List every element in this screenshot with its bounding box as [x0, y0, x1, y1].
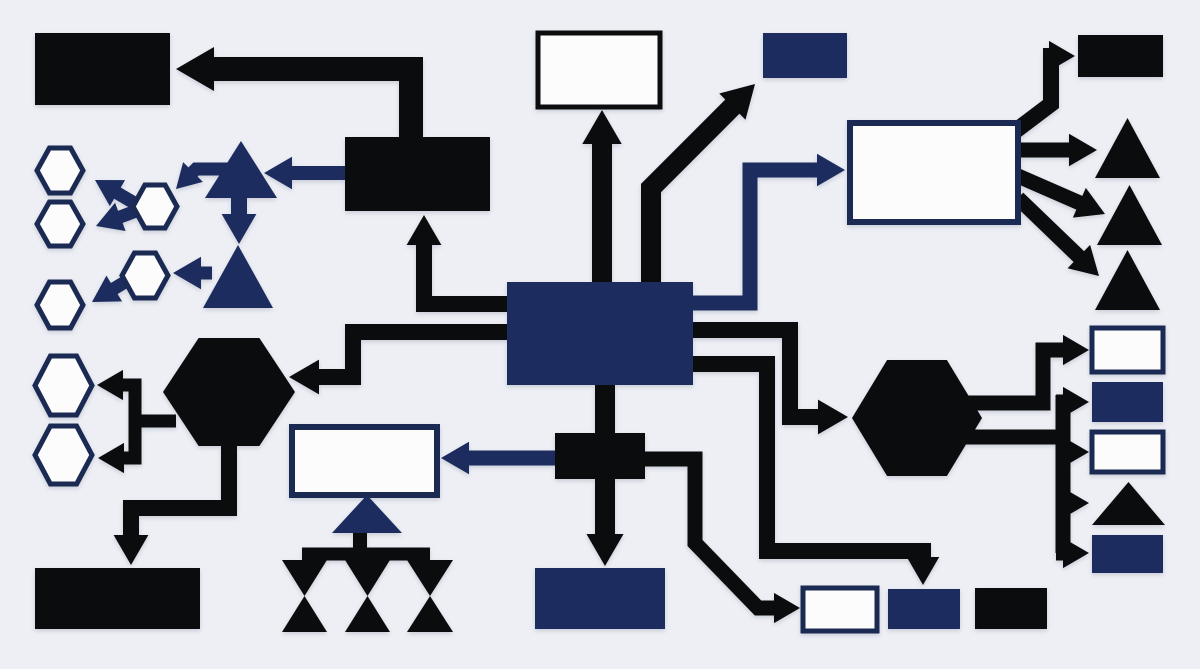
arrow-center-to-midrect: [416, 239, 507, 312]
hex-black-left: [163, 338, 295, 446]
hourglass-1-bottom: [282, 596, 327, 632]
arrow-hexright-to-colwhite1-head: [1063, 334, 1089, 366]
rect-col-navy-2: [1092, 535, 1163, 573]
hex-f: [32, 353, 95, 418]
arrow-rightbox-to-tricol2: [1014, 169, 1088, 212]
rect-topright-black: [1078, 35, 1163, 77]
arrow-spine-to-colnavy1-head: [1063, 386, 1089, 418]
rect-small-black: [555, 433, 645, 479]
hourglass-3-top: [407, 560, 453, 596]
tri-col-1: [1095, 118, 1160, 178]
rect-topleft-black: [35, 33, 170, 105]
tri-navy-1: [205, 141, 277, 198]
arrow-center-to-rightbox: [693, 162, 823, 311]
arrow-smallrect-to-brwhite-head: [774, 592, 800, 624]
arrow-rightbox-to-topright-head: [1049, 40, 1075, 72]
rect-bottomleft-black: [35, 568, 200, 629]
arrow-hexleft-to-bottomrect-head: [113, 535, 149, 565]
arrow-hexleft-to-bottomrect: [123, 443, 237, 541]
arrow-rightbox-to-tricol3: [1012, 192, 1089, 266]
arrow-center-to-brnavy-head: [906, 557, 940, 585]
arrow-spine-to-coltri-head: [1063, 487, 1089, 519]
hex-b: [34, 199, 86, 249]
hourglass-2-bottom: [345, 596, 390, 632]
arrow-center-to-hexright: [693, 322, 824, 425]
tri-navy-2: [203, 245, 273, 308]
arrow-hexd-to-hexe-head: [92, 275, 123, 302]
hex-d: [119, 250, 171, 301]
arrow-tri2-to-hexd-head: [173, 256, 201, 290]
hourglass-1-top: [282, 560, 327, 596]
arrow-hexleft-to-hexf-head: [97, 369, 123, 401]
arrow-tri1-to-tri2-head: [221, 214, 257, 244]
arrow-rightbox-to-tricol3-head: [1067, 244, 1099, 276]
arrow-smallrect-to-bottomnavy-head: [586, 534, 624, 566]
arrow-rightbox-to-tricol2-head: [1072, 187, 1105, 218]
rect-br-navy: [888, 589, 960, 629]
arrow-center-to-topnavy-head: [719, 84, 755, 120]
arrow-hexc-to-hexa-head: [95, 180, 126, 207]
tri-navy-3: [332, 495, 402, 533]
rect-br-black: [975, 588, 1047, 629]
arrow-center-to-rightbox-head: [817, 153, 845, 187]
arrow-center-to-brnavy: [693, 356, 931, 563]
arrow-center-to-hexleft: [313, 324, 507, 385]
arrow-hexright-to-colwhite1: [966, 342, 1069, 411]
arrow-center-to-hexleft-head: [289, 359, 319, 395]
arrow-midrect-to-topleft-head: [176, 46, 214, 92]
rect-top-navy: [763, 33, 847, 78]
rect-col-white-2: [1089, 429, 1166, 475]
rect-col-navy-1: [1092, 382, 1163, 422]
arrow-smallrect-to-brwhite: [645, 451, 780, 616]
rect-right-white: [847, 120, 1021, 225]
hex-g: [32, 423, 95, 487]
hourglass-2-top: [345, 560, 390, 596]
arrow-midrect-to-topleft: [206, 57, 423, 140]
hex-black-right: [852, 360, 982, 476]
arrow-center-to-midrect-head: [406, 215, 442, 245]
arrow-rightbox-to-tricol1-head: [1069, 133, 1097, 167]
rect-bottom-navy: [535, 568, 665, 629]
rect-col-white-1: [1089, 325, 1166, 375]
arrow-center-to-topnavy: [641, 95, 744, 282]
rect-center-navy: [507, 282, 693, 385]
tri-col-3: [1095, 250, 1160, 310]
arrow-center-to-hexright-head: [818, 399, 848, 435]
rect-topcenter-white: [535, 30, 663, 110]
arrow-hexc-to-hexb-head: [96, 202, 126, 231]
arrow-hexleft-to-hexg: [118, 421, 142, 465]
arrow-smallrect-to-whiterect-head: [441, 441, 469, 475]
tri-col-2: [1097, 185, 1162, 245]
rect-bottomleft-white: [289, 424, 440, 498]
arrow-spine-to-colnavy2-head: [1063, 537, 1089, 569]
hourglass-3-bottom: [407, 596, 453, 632]
arrow-spine-to-colwhite2-head: [1063, 436, 1089, 468]
arrow-midrect-to-tri1-head: [264, 156, 292, 190]
arrow-hexleft-to-hexf: [117, 378, 176, 428]
hex-a: [34, 145, 86, 196]
arrow-tri1-to-hexc-head: [176, 162, 203, 189]
hex-c: [130, 182, 180, 231]
hex-e: [34, 279, 86, 331]
rect-br-white: [800, 585, 880, 634]
rect-mid-black: [345, 137, 490, 211]
tri-col-black: [1092, 482, 1165, 525]
arrow-center-to-topbox-head: [582, 110, 622, 144]
arrow-hexleft-to-hexg-head: [98, 442, 124, 474]
